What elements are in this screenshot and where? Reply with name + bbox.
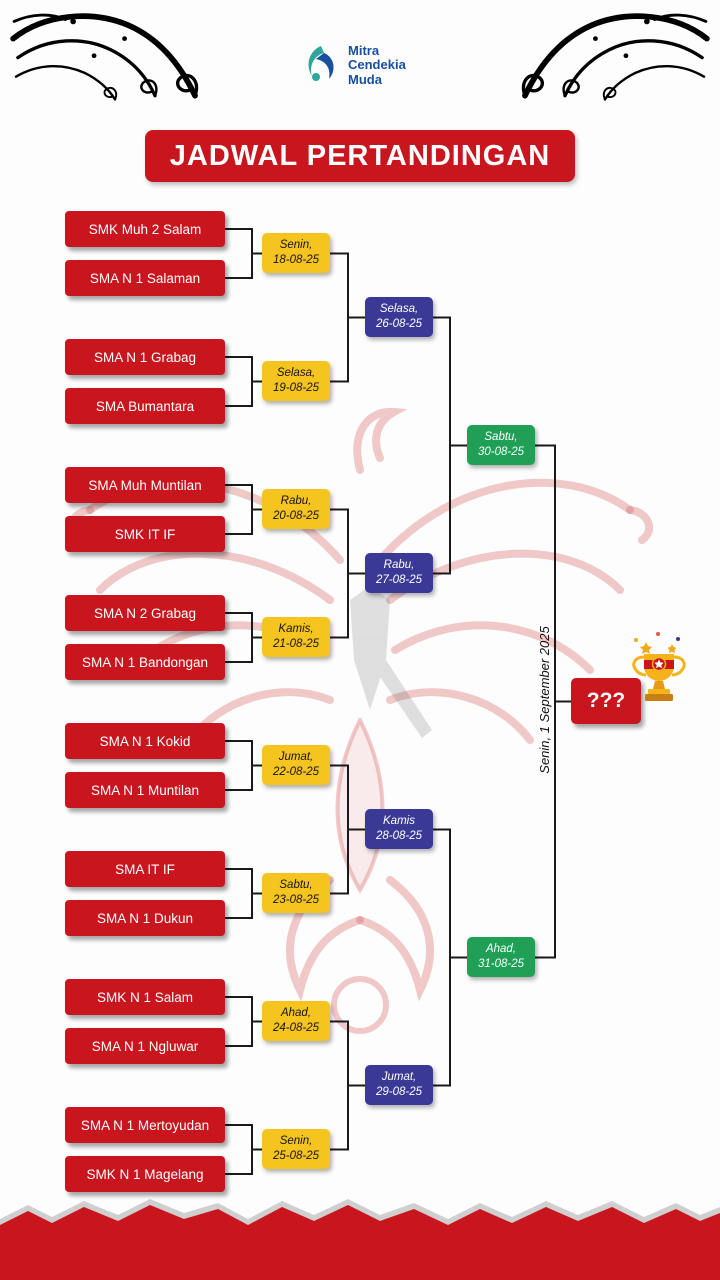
date-label: 24-08-25: [272, 1022, 320, 1034]
match-date-badge: Senin, 18-08-25: [262, 233, 330, 273]
day-label: Selasa,: [276, 367, 316, 380]
date-label: 27-08-25: [375, 574, 423, 586]
day-label: Selasa,: [379, 303, 419, 316]
team-box: SMA N 1 Bandongan: [65, 644, 225, 680]
team-box: SMK IT IF: [65, 516, 225, 552]
round2-date-badge: Rabu, 27-08-25: [365, 553, 433, 593]
date-label: 25-08-25: [272, 1150, 320, 1162]
date-label: 23-08-25: [272, 894, 320, 906]
day-label: Rabu,: [280, 495, 312, 508]
team-box: SMA N 1 Dukun: [65, 900, 225, 936]
match-date-badge: Selasa, 19-08-25: [262, 361, 330, 401]
team-box: SMK N 1 Salam: [65, 979, 225, 1015]
semifinal-date-badge: Sabtu, 30-08-25: [467, 425, 535, 465]
round2-date-badge: Selasa, 26-08-25: [365, 297, 433, 337]
logo-line: Mitra: [348, 43, 380, 58]
flourish-left-icon: [10, 13, 199, 101]
team-box: SMA N 1 Mertoyudan: [65, 1107, 225, 1143]
team-box: SMK Muh 2 Salam: [65, 211, 225, 247]
date-label: 21-08-25: [272, 638, 320, 650]
date-label: 18-08-25: [272, 254, 320, 266]
day-label: Sabtu,: [279, 879, 313, 892]
date-label: 30-08-25: [477, 446, 525, 458]
match-date-badge: Ahad, 24-08-25: [262, 1001, 330, 1041]
logo-text: Mitra Cendekia Muda: [348, 43, 406, 87]
match-date-badge: Rabu, 20-08-25: [262, 489, 330, 529]
page-title: JADWAL PERTANDINGAN: [145, 130, 575, 182]
team-box: SMA Muh Muntilan: [65, 467, 225, 503]
team-box: SMA IT IF: [65, 851, 225, 887]
team-box: SMA N 1 Kokid: [65, 723, 225, 759]
date-label: 29-08-25: [375, 1086, 423, 1098]
semifinal-date-badge: Ahad, 31-08-25: [467, 937, 535, 977]
team-box: SMA N 1 Salaman: [65, 260, 225, 296]
torn-edge-bottom: [0, 1199, 720, 1280]
day-label: Sabtu,: [484, 431, 518, 444]
team-box: SMA N 1 Muntilan: [65, 772, 225, 808]
match-date-badge: Kamis, 21-08-25: [262, 617, 330, 657]
date-label: 31-08-25: [477, 958, 525, 970]
team-box: SMA Bumantara: [65, 388, 225, 424]
flourish-right-icon: [521, 13, 710, 101]
logo-mark-icon: [308, 46, 334, 82]
date-label: 26-08-25: [375, 318, 423, 330]
team-box: SMA N 2 Grabag: [65, 595, 225, 631]
day-label: Ahad,: [280, 1007, 312, 1020]
trophy-icon: [632, 632, 686, 701]
day-label: Kamis: [383, 815, 415, 828]
day-label: Jumat,: [381, 1071, 417, 1084]
logo-line: Muda: [348, 71, 382, 87]
round2-date-badge: Jumat, 29-08-25: [365, 1065, 433, 1105]
day-label: Rabu,: [383, 559, 415, 572]
day-label: Kamis,: [278, 623, 314, 636]
day-label: Jumat,: [278, 751, 314, 764]
day-label: Ahad,: [485, 943, 517, 956]
date-label: 20-08-25: [272, 510, 320, 522]
date-label: 22-08-25: [272, 766, 320, 778]
team-box: SMK N 1 Magelang: [65, 1156, 225, 1192]
logo-line: Cendekia: [348, 57, 406, 73]
brand-logo: Mitra Cendekia Muda: [302, 43, 406, 87]
team-box: SMA N 1 Ngluwar: [65, 1028, 225, 1064]
final-date-label: Senin, 1 September 2025: [537, 626, 552, 774]
match-date-badge: Sabtu, 23-08-25: [262, 873, 330, 913]
day-label: Senin,: [279, 1135, 313, 1148]
round2-date-badge: Kamis 28-08-25: [365, 809, 433, 849]
champion-box: ???: [571, 678, 641, 724]
match-date-badge: Senin, 25-08-25: [262, 1129, 330, 1169]
date-label: 19-08-25: [272, 382, 320, 394]
date-label: 28-08-25: [375, 830, 423, 842]
day-label: Senin,: [279, 239, 313, 252]
team-box: SMA N 1 Grabag: [65, 339, 225, 375]
match-date-badge: Jumat, 22-08-25: [262, 745, 330, 785]
